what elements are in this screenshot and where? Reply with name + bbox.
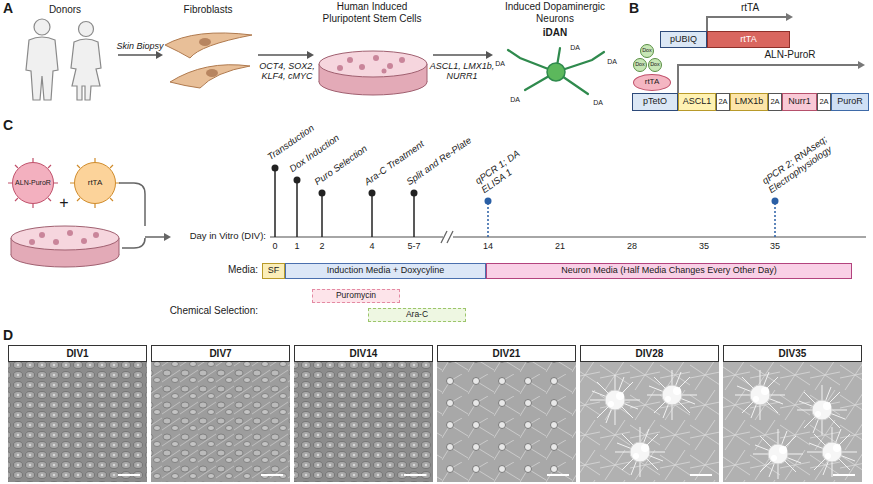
selection-bar: Puromycin bbox=[312, 289, 400, 303]
node-text: Ara-C bbox=[406, 310, 428, 319]
image-header: DIV28 bbox=[580, 345, 719, 362]
node-text: 2A bbox=[770, 98, 779, 106]
tick-label: 2 bbox=[319, 241, 324, 251]
node-text: DIV35 bbox=[779, 348, 807, 359]
media-bar: Neuron Media (Half Media Changes Every O… bbox=[486, 263, 852, 279]
node-text: Nurr1 bbox=[788, 97, 811, 107]
node-text: rtTA bbox=[645, 78, 660, 87]
tick-label: 0 bbox=[272, 241, 277, 251]
gene-box: ASCL1 bbox=[678, 93, 716, 111]
transcript-label: rtTA bbox=[741, 2, 759, 14]
gene-box: PuroR bbox=[831, 93, 869, 111]
node-text: pUBIQ bbox=[670, 35, 697, 45]
dox-molecule: Dox bbox=[640, 44, 654, 58]
node-text: SF bbox=[268, 266, 280, 276]
tick-label: 1 bbox=[294, 241, 299, 251]
image-header: DIV1 bbox=[8, 345, 147, 362]
node-text: ASCL1 bbox=[683, 97, 712, 107]
node-text: LMX1b bbox=[735, 97, 764, 107]
panel-letter: B bbox=[629, 0, 639, 16]
node-text: pTetO bbox=[643, 97, 667, 107]
node-text: DIV21 bbox=[493, 348, 521, 359]
node-text: rtTA bbox=[740, 35, 756, 45]
tick-label: 35 bbox=[770, 241, 780, 251]
axis-title: Day in Vitro (DIV): bbox=[190, 231, 266, 242]
event-label: qPCR 2; RNAseq; Electrophysiology bbox=[760, 128, 845, 196]
tick-label: 35 bbox=[699, 241, 709, 251]
row-label: Chemical Selection: bbox=[170, 305, 258, 317]
media-bar: Induction Media + Doxycyline bbox=[285, 263, 486, 279]
node-text: Dox bbox=[635, 62, 645, 68]
node-text: 2A bbox=[819, 98, 828, 106]
tick-label: 28 bbox=[627, 241, 637, 251]
dopamine-label: DA bbox=[495, 60, 505, 68]
virus-particle: rtTA bbox=[74, 162, 116, 204]
node-text: DIV1 bbox=[66, 348, 88, 359]
node-text: Dox bbox=[642, 48, 652, 54]
tick-label: 14 bbox=[483, 241, 493, 251]
panel-letter: C bbox=[3, 117, 13, 133]
dopamine-label: DA bbox=[593, 99, 603, 107]
node-text: Neuron Media (Half Media Changes Every O… bbox=[561, 266, 777, 276]
dox-molecule: Dox bbox=[633, 58, 647, 72]
media-bar: SF bbox=[262, 263, 285, 279]
image-header: DIV35 bbox=[723, 345, 862, 362]
stage-label: Induced Dopaminergic Neurons bbox=[499, 1, 611, 24]
node-text: 2A bbox=[718, 98, 727, 106]
event-label: qPCR 1; DA ELISA 1 bbox=[473, 143, 536, 196]
panel-letter: A bbox=[3, 0, 13, 16]
arrow-label: ASCL1, LMX1b, NURR1 bbox=[428, 61, 496, 82]
plus-sign: + bbox=[59, 194, 68, 212]
stage-label: Donors bbox=[49, 4, 81, 16]
image-header: DIV21 bbox=[437, 345, 576, 362]
node-text: DIV7 bbox=[209, 348, 231, 359]
gene-box: LMX1b bbox=[730, 93, 768, 111]
tick-label: 4 bbox=[369, 241, 374, 251]
panel-letter: D bbox=[3, 327, 13, 343]
tick-label: 5-7 bbox=[407, 241, 420, 251]
node-text: Induction Media + Doxycyline bbox=[327, 266, 444, 276]
arrow-label: OCT4, SOX2, KLF4, cMYC bbox=[256, 61, 318, 82]
dox-molecule: Dox bbox=[648, 58, 662, 72]
dopamine-label: DA bbox=[607, 58, 617, 66]
stage-label: iDAN bbox=[543, 27, 567, 39]
selection-bar: Ara-C bbox=[368, 308, 466, 322]
node-text: Puromycin bbox=[336, 291, 376, 300]
linker-box: 2A bbox=[716, 93, 730, 111]
node-text: ALN-PuroR bbox=[15, 179, 51, 187]
stage-label: Fibroblasts bbox=[184, 4, 233, 16]
rtta-protein: rtTA bbox=[633, 74, 671, 91]
image-header: DIV7 bbox=[151, 345, 290, 362]
arrow-label: Skin Biopsy bbox=[116, 41, 163, 51]
node-text: PuroR bbox=[837, 97, 863, 107]
virus-particle: ALN-PuroR bbox=[12, 162, 54, 204]
linker-box: 2A bbox=[768, 93, 782, 111]
linker-box: 2A bbox=[817, 93, 831, 111]
row-label: Media: bbox=[228, 264, 258, 276]
tick-label: 21 bbox=[555, 241, 565, 251]
dopamine-label: DA bbox=[510, 96, 520, 104]
promoter-box: pTetO bbox=[632, 93, 678, 111]
node-text: DIV14 bbox=[350, 348, 378, 359]
node-text: rtTA bbox=[88, 179, 103, 188]
dopamine-label: DA bbox=[570, 44, 580, 52]
node-text: Dox bbox=[650, 62, 660, 68]
gene-box: Nurr1 bbox=[782, 93, 817, 111]
image-header: DIV14 bbox=[294, 345, 433, 362]
promoter-box: pUBIQ bbox=[660, 31, 707, 48]
stage-label: Human Induced Pluripotent Stem Cells bbox=[316, 1, 428, 24]
gene-box: rtTA bbox=[707, 31, 790, 48]
transcript-label: ALN-PuroR bbox=[764, 49, 815, 61]
node-text: DIV28 bbox=[636, 348, 664, 359]
